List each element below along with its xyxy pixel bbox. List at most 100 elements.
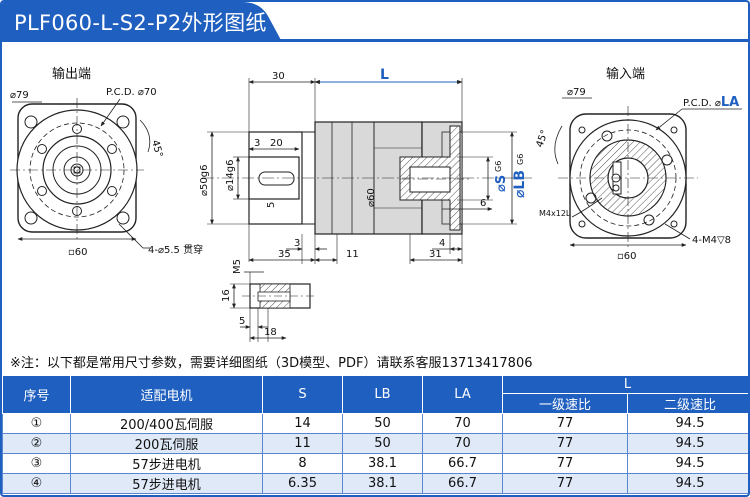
dim-3-top-label: 3 xyxy=(254,138,260,149)
key-M5-label: M5 xyxy=(232,259,243,274)
cell-l1: 77 xyxy=(502,413,628,434)
col-header-l1: 一级速比 xyxy=(502,393,628,414)
dim-LB-label: ⌀LB xyxy=(512,170,528,198)
title-banner xyxy=(2,2,748,42)
table-row: ② 200瓦伺服 11 50 70 77 94.5 xyxy=(2,433,748,454)
spec-table: 序号 适配电机 S LB LA L 一级速比 二级速比 ① 200/400瓦伺服… xyxy=(2,375,748,494)
input-pcd-label: P.C.D. ⌀LA xyxy=(683,95,739,110)
cell-s: 6.35 xyxy=(262,473,343,494)
output-holes-label: 4-⌀5.5 贯穿 xyxy=(148,243,203,256)
col-header-l: L xyxy=(502,375,748,394)
dim-4-label: 4 xyxy=(439,238,445,249)
cell-la: 66.7 xyxy=(422,453,503,474)
table-header-row: 序号 适配电机 S LB LA L xyxy=(2,375,748,414)
dim-20-label: 20 xyxy=(270,138,283,149)
dim-50-label: ⌀50g6 xyxy=(199,165,210,196)
cell-s: 14 xyxy=(262,413,343,434)
input-corner-hole xyxy=(578,220,586,228)
input-holes-label: 4-M4▽8 xyxy=(692,235,731,246)
output-dia79-label: ⌀79 xyxy=(10,90,29,101)
col-header-s: S xyxy=(262,375,343,414)
cell-l2: 94.5 xyxy=(627,413,748,434)
outline-drawing: 输出端 ⌀79 xyxy=(10,66,742,342)
cell-motor: 200/400瓦伺服 xyxy=(70,413,263,434)
key-16-label: 16 xyxy=(221,289,232,302)
parameter-note: ※注：以下都是常用尺寸参数，需要详细图纸（3D模型、PDF）请联系客服13713… xyxy=(10,356,533,371)
cell-no: ③ xyxy=(2,453,71,474)
cell-motor: 57步进电机 xyxy=(70,473,263,494)
cell-lb: 38.1 xyxy=(342,473,423,494)
cell-la: 70 xyxy=(422,433,503,454)
dim-60-label: ⌀60 xyxy=(366,188,377,207)
input-end-label: 输入端 xyxy=(606,66,645,82)
input-bolt-hole xyxy=(643,214,655,226)
input-corner-hole xyxy=(670,126,678,134)
input-square60-label: ▫60 xyxy=(617,251,637,262)
side-section-view: L 30 20 3 5 ⌀50g6 ⌀14g6 xyxy=(199,67,532,264)
dim-S-tol: G6 xyxy=(494,161,503,172)
page-title: PLF060-L-S2-P2外形图纸 xyxy=(14,11,267,35)
dim-14-label: ⌀14g6 xyxy=(225,160,236,191)
table-row: ① 200/400瓦伺服 14 50 70 77 94.5 xyxy=(2,413,748,434)
cell-no: ④ xyxy=(2,473,71,494)
shaft-key-detail: M5 16 5 18 xyxy=(221,259,314,342)
table-row: ④ 57步进电机 6.35 38.1 66.7 77 94.5 xyxy=(2,473,748,494)
cell-la: 70 xyxy=(422,413,503,434)
dim-5-label: 5 xyxy=(266,202,277,208)
output-bolt-hole xyxy=(107,186,117,196)
motor-bore xyxy=(409,166,451,193)
output-bolt-hole xyxy=(107,144,117,154)
cell-la: 66.7 xyxy=(422,473,503,494)
cell-motor: 200瓦伺服 xyxy=(70,433,263,454)
input-angle-label: 45° xyxy=(534,129,550,149)
shaft-keyway xyxy=(258,171,295,186)
key-5-label: 5 xyxy=(239,316,245,327)
input-corner-hole xyxy=(578,126,586,134)
cell-l2: 94.5 xyxy=(627,453,748,474)
table-row: ③ 57步进电机 8 38.1 66.7 77 94.5 xyxy=(2,453,748,474)
key-18-label: 18 xyxy=(264,327,277,338)
dim-LB-tol: G6 xyxy=(516,154,525,165)
col-header-la: LA xyxy=(422,375,503,414)
dim-S-label: ⌀S xyxy=(494,175,509,192)
dim-35-label: 35 xyxy=(278,249,291,260)
cell-l2: 94.5 xyxy=(627,473,748,494)
input-m4x12-label: M4x12L xyxy=(539,209,571,218)
input-bolt-hole xyxy=(661,154,673,166)
output-bolt-hole xyxy=(37,144,47,154)
cell-motor: 57步进电机 xyxy=(70,453,263,474)
dim-6-label: 6 xyxy=(480,198,486,209)
col-header-lb: LB xyxy=(342,375,423,414)
cell-no: ② xyxy=(2,433,71,454)
output-pcd-label: P.C.D. ⌀70 xyxy=(106,87,157,98)
col-header-no: 序号 xyxy=(2,375,71,414)
dim-11-label: 11 xyxy=(346,249,359,260)
input-pcd-prefix: P.C.D. ⌀ xyxy=(683,98,721,109)
cell-l1: 77 xyxy=(502,473,628,494)
input-bolt-hole xyxy=(585,192,597,204)
output-corner-hole xyxy=(24,115,38,129)
output-corner-hole xyxy=(24,211,38,225)
output-corner-hole xyxy=(116,211,130,225)
output-square60-label: ▫60 xyxy=(68,247,88,258)
output-end-label: 输出端 xyxy=(52,66,91,82)
output-angle-label: 45° xyxy=(149,139,164,159)
input-dia79-label: ⌀79 xyxy=(567,87,586,98)
cell-lb: 38.1 xyxy=(342,453,423,474)
cell-s: 8 xyxy=(262,453,343,474)
input-pcd-LA: LA xyxy=(721,95,739,110)
cell-l2: 94.5 xyxy=(627,433,748,454)
cell-l1: 77 xyxy=(502,453,628,474)
dim-3-bottom-label: 3 xyxy=(294,238,300,249)
input-end-view: 输入端 ⌀79 P.C.D. ⌀LA xyxy=(534,66,742,262)
dim-31-label: 31 xyxy=(429,249,442,260)
col-header-l2: 二级速比 xyxy=(627,393,748,414)
output-end-view: 输出端 ⌀79 xyxy=(10,66,203,258)
output-corner-hole xyxy=(116,115,130,129)
dim-30-label: 30 xyxy=(272,71,285,82)
cell-s: 11 xyxy=(262,433,343,454)
output-bolt-hole xyxy=(37,186,47,196)
cell-no: ① xyxy=(2,413,71,434)
cell-l1: 77 xyxy=(502,433,628,454)
